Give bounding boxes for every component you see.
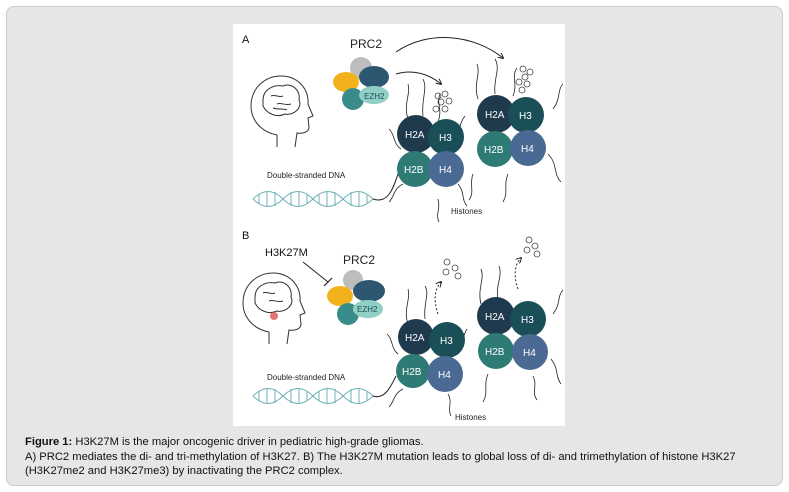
histone-label: H2B <box>485 347 505 358</box>
histone-label: H2B <box>484 145 504 156</box>
nucleosome-a-2 <box>477 95 546 167</box>
histone-label: H3 <box>519 111 532 122</box>
histone-label: H4 <box>439 165 452 176</box>
dna-helix <box>252 388 374 404</box>
mutation-label: H3K27M <box>265 247 308 259</box>
ezh2-label: EZH2 <box>357 305 378 314</box>
histones-label: Histones <box>455 413 486 422</box>
histones-label: Histones <box>451 207 482 216</box>
ezh2-subunit <box>359 86 389 104</box>
nucleosome-a-1 <box>397 115 464 187</box>
histone-label: H2B <box>404 165 424 176</box>
histone-h2b <box>397 151 433 187</box>
histone-label: H2B <box>402 367 422 378</box>
inhibition-line <box>302 261 329 283</box>
loss-arrow <box>514 258 521 290</box>
histone-label: H4 <box>438 370 451 381</box>
histone-h3 <box>508 97 544 133</box>
figure-svg: A PRC2 EZH2 <box>242 34 564 422</box>
figure-label: Figure 1: <box>25 436 73 448</box>
prc2-label: PRC2 <box>343 253 375 267</box>
ezh2-label: EZH2 <box>364 92 385 101</box>
panel-a-label: A <box>242 34 250 46</box>
tumor-marker <box>270 312 278 320</box>
histone-h2a <box>477 95 515 133</box>
caption-title: H3K27M is the major oncogenic driver in … <box>72 436 424 448</box>
head-icon-tumor <box>242 272 306 345</box>
caption-body: A) PRC2 mediates the di- and tri-methyla… <box>25 450 736 478</box>
figure-image: A PRC2 EZH2 <box>233 24 565 426</box>
dna-label: Double-stranded DNA <box>267 373 346 382</box>
prc2-complex <box>333 57 389 110</box>
histone-label: H2A <box>405 333 425 344</box>
dna-label: Double-stranded DNA <box>267 171 346 180</box>
head-icon <box>250 75 314 148</box>
dna-strand-connector <box>372 375 397 398</box>
histone-label: H4 <box>523 348 536 359</box>
histone-label: H2A <box>485 312 505 323</box>
histone-label: H4 <box>521 144 534 155</box>
histone-label: H2A <box>405 130 425 141</box>
loss-arrow <box>434 282 441 315</box>
methylation-arrow-lower <box>395 71 441 84</box>
methylation-arrow-upper <box>395 37 503 58</box>
figure-caption: Figure 1: H3K27M is the major oncogenic … <box>25 435 777 479</box>
released-methyl-groups <box>442 236 541 280</box>
nucleosome-b-2 <box>477 297 548 370</box>
histone-h2b <box>477 131 513 167</box>
histone-h4 <box>428 151 464 187</box>
nucleosome-b-1 <box>396 319 465 392</box>
dna-helix <box>252 191 374 207</box>
histone-label: H2A <box>485 110 505 121</box>
histone-h4 <box>510 130 546 166</box>
panel-b-label: B <box>242 230 249 242</box>
methyl-groups <box>432 65 534 113</box>
histone-h3 <box>428 119 464 155</box>
prc2-complex-inactive <box>327 270 385 325</box>
histone-h2a <box>397 115 435 153</box>
histone-tails <box>386 265 564 417</box>
figure-frame: A PRC2 EZH2 <box>6 6 783 486</box>
histone-label: H3 <box>521 315 534 326</box>
dna-strand-connector <box>372 173 399 201</box>
histone-label: H3 <box>440 336 453 347</box>
prc2-subunit-navy <box>359 66 389 88</box>
prc2-label: PRC2 <box>350 37 382 51</box>
prc2-subunit-teal <box>342 88 364 110</box>
caption-title-line: Figure 1: H3K27M is the major oncogenic … <box>25 435 777 450</box>
histone-label: H3 <box>439 133 452 144</box>
inhibition-bar <box>323 277 333 287</box>
prc2-subunit-yellow <box>333 72 359 92</box>
